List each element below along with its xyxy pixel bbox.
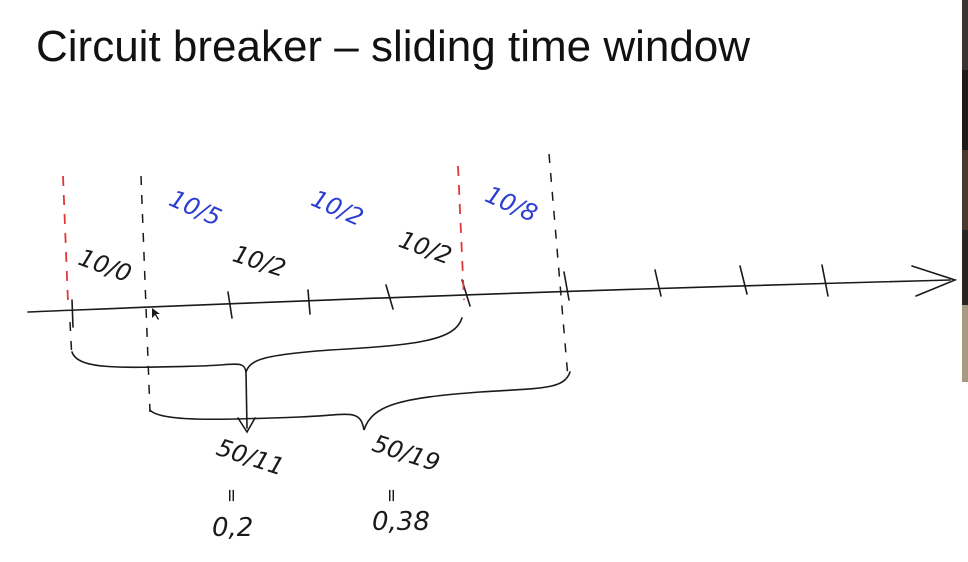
black-boundary-right: [548, 153, 569, 379]
tick: [307, 289, 311, 315]
result-equals: =: [221, 488, 242, 503]
brace-first-window: [71, 317, 463, 373]
bucket-label: 10/2: [229, 240, 289, 283]
tick: [654, 269, 662, 297]
result-fraction: 50/11: [213, 433, 287, 481]
tick: [227, 291, 233, 319]
red-boundary-right: [457, 165, 465, 301]
timeline-axis: [27, 279, 951, 313]
bucket-label-blue: 10/8: [481, 180, 542, 228]
timeline-arrowhead: [911, 265, 958, 297]
brace-arrow-shaft: [245, 371, 248, 429]
tick: [739, 265, 748, 295]
black-boundary-first: [69, 321, 73, 361]
bucket-label-blue: 10/2: [307, 184, 368, 232]
result-ratio: 0,38: [372, 507, 430, 537]
brace-second-window: [149, 371, 571, 431]
slide-title: Circuit breaker – sliding time window: [36, 22, 751, 71]
bucket-label-blue: 10/5: [165, 184, 226, 232]
red-boundary-left: [62, 175, 69, 303]
brace-arrow-head: [237, 417, 256, 434]
tick: [821, 264, 829, 297]
mouse-pointer-icon: [152, 308, 160, 320]
tick: [563, 271, 570, 301]
result-fraction: 50/19: [369, 429, 443, 477]
result-ratio: 0,2: [212, 513, 253, 543]
bucket-label: 10/0: [75, 243, 135, 288]
result-equals: =: [381, 488, 402, 503]
tick: [71, 299, 74, 328]
tick: [385, 284, 394, 310]
webcam-edge-strip: [962, 0, 968, 382]
black-boundary-left: [140, 175, 151, 413]
bucket-label: 10/2: [395, 225, 455, 270]
